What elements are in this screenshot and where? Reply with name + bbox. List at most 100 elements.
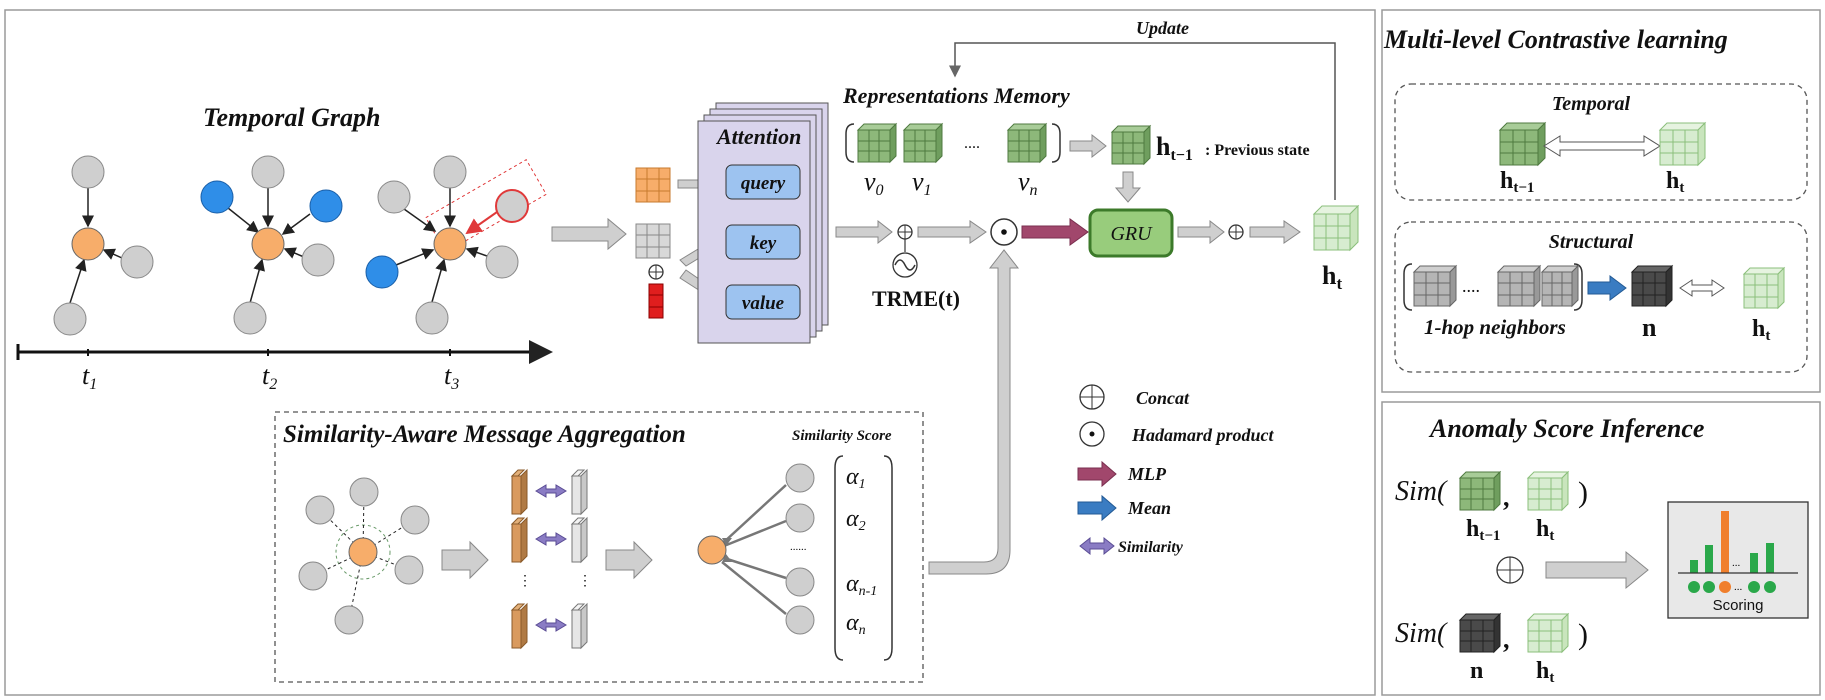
time-label-t2: t2 [262,361,277,393]
scoring-dots-top: ... [1732,557,1741,569]
gray-node [120,245,154,279]
aggregation-graph [298,477,430,635]
alpha-1: α1 [846,464,866,492]
gray-node [785,463,815,493]
temporal-prev-cube [1498,121,1547,167]
update-path [949,42,1336,200]
weighted-neighbors [697,463,815,635]
time-label-t1: t1 [82,361,97,393]
sim-comma: , [1503,625,1510,654]
anomaly-title: Anomaly Score Inference [1428,414,1704,443]
gray-node [301,243,335,277]
legend-hadamard: Hadamard product [1131,425,1275,445]
graph-t3 [365,155,547,335]
sim-prev-cube [1458,470,1502,512]
neighbor-cube [1496,264,1542,308]
structural-label: Structural [1549,231,1634,253]
gray-node [485,245,519,279]
sim-close: ) [1578,476,1588,509]
memory-bracket-right [1051,123,1061,163]
memory-vn-label: vn [1018,167,1038,199]
alpha-n-1: αn-1 [846,571,877,599]
gray-node [71,155,105,189]
gray-node [785,503,815,533]
sim-prev-label: ht−1 [1466,516,1500,544]
sim-close: ) [1578,618,1588,651]
flow-arrow [551,217,627,251]
concat-icon [897,224,913,240]
sim-current-cube [1526,612,1570,654]
new-neighbor-node [495,189,529,223]
gru-label: GRU [1110,223,1153,245]
svg-text:⋮: ⋮ [518,574,532,589]
temporal-box [1394,83,1808,201]
anomaly-panel-frame [1381,401,1821,696]
sim-structural-prefix: Sim( [1395,618,1448,649]
sim-current-label: ht [1536,658,1554,686]
scoring-dots-bottom: ... [1734,581,1743,593]
score-bracket-left [834,455,844,661]
legend-concat: Concat [1136,388,1190,408]
contrastive-title: Multi-level Contrastive learning [1383,25,1728,54]
alpha-2: α2 [846,506,866,534]
neighbor-cube [1540,264,1580,308]
neighbor-dots: ...... [790,541,807,553]
gray-node [233,301,267,335]
sim-n-label: n [1470,658,1483,684]
scoring-chart [1678,511,1798,593]
key-label: key [750,233,777,254]
gray-node [251,155,285,189]
gray-node [785,605,815,635]
structural-box [1394,221,1808,373]
sim-current-cube [1526,470,1570,512]
previous-state-h: ht−1 [1156,132,1193,164]
previous-state-label: : Previous state [1205,142,1310,159]
vector-pairs: ⋮ ⋮ [510,468,592,650]
temporal-prev-label: ht−1 [1500,168,1534,196]
gray-node [349,477,379,507]
arrow-gru-out [1177,219,1225,245]
legend-mean: Mean [1127,498,1171,518]
output-embedding-cube [1312,204,1360,252]
query-label: query [741,173,786,194]
structural-current-cube [1742,266,1786,310]
similarity-agg-frame [274,411,924,683]
gray-node [377,180,411,214]
graph-t1 [53,155,154,336]
main-panel-frame [4,9,1376,696]
gray-node [433,155,467,189]
alpha-n: αn [846,610,866,638]
arrow-to-scoring [1545,550,1649,590]
contrast-arrow [1543,135,1661,157]
update-label: Update [1136,18,1189,38]
time-label-t3: t3 [444,361,459,393]
neighbor-cube [1412,264,1458,308]
attention-title: Attention [715,124,801,149]
scoring-label: Scoring [1713,597,1764,614]
trme-label: TRME(t) [872,286,960,311]
mlp-legend-icon [1077,460,1117,488]
svg-text:⋮: ⋮ [578,574,592,589]
arrow-prev-to-gru [1114,171,1142,203]
memory-cube-v1 [902,122,944,164]
arrow-to-hadamard [917,220,987,244]
timeline [16,340,553,364]
concat-icon [1228,224,1244,240]
target-node [251,227,285,261]
key-input-cube [635,223,671,259]
memory-dots: .... [964,135,980,152]
legend-similarity: Similarity [1118,539,1184,556]
query-input-cube [635,167,671,203]
value-pill [725,284,801,320]
mlp-arrow [1021,218,1089,246]
score-bracket-right [883,455,893,661]
concat-icon [648,264,664,280]
arrow-memory-to-prev [1069,133,1107,159]
arrow-to-output [1249,220,1301,244]
temporal-graph-title: Temporal Graph [203,103,380,132]
target-node [348,537,378,567]
flow-arrow [441,540,489,580]
time-encoding-bar [648,283,664,319]
gray-node [298,561,328,591]
